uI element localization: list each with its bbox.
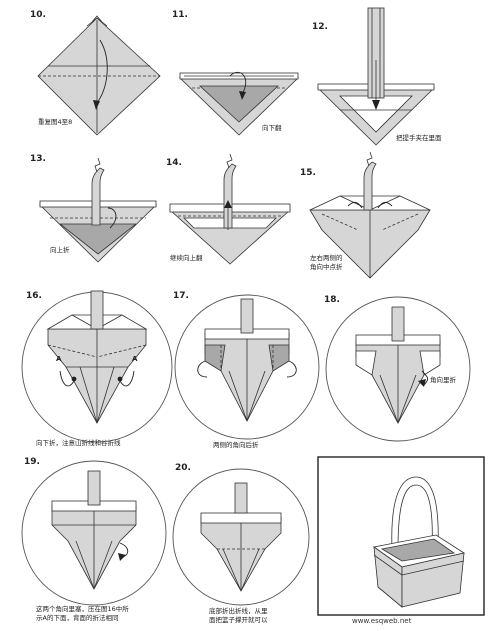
step-number: 11. [172, 10, 188, 20]
step-17-figure [174, 294, 320, 440]
step-15-panel: 15. 左右两侧的 角向中点折 [300, 150, 480, 280]
step-caption-line2: 示A的下面，背面的折法相同 [36, 614, 119, 622]
step-12-panel: 12. 把提手夹在里面 [310, 0, 480, 150]
step-20-panel: 20. 底部折出折线，从里 面把篮子撑开就可以 [165, 455, 315, 631]
step-14-figure [168, 153, 292, 265]
site-credit: www.esqweb.net [352, 617, 412, 625]
step-17-panel: 17. 两侧的角向后折 [165, 285, 320, 455]
fold-label-a-right: A [132, 355, 138, 363]
step-10-figure [37, 15, 161, 136]
step-11-figure [179, 71, 299, 136]
step-number: 14. [166, 158, 182, 168]
step-caption: 角向里折 [430, 376, 456, 384]
step-caption: 继续向上翻 [170, 254, 203, 262]
step-12-figure [317, 7, 435, 146]
step-number: 15. [300, 168, 316, 178]
step-caption: 两侧的角向后折 [213, 441, 259, 449]
step-19-panel: 19. 这两个角向里塞，压在图16中所 示A的下面，背面的折法相同 [0, 455, 170, 625]
step-number: 20. [175, 463, 191, 473]
step-10-panel: 10. 重复图4至8 [0, 0, 170, 140]
finished-basket-figure [317, 456, 485, 616]
step-number: 12. [312, 22, 328, 32]
step-16-panel: 16. A A 向下折，注意山折线和谷折线 [0, 285, 173, 455]
step-13-figure [39, 157, 157, 263]
step-18-panel: 18. 角向里折 [318, 285, 483, 455]
step-13-panel: 13. 向上折 [0, 150, 170, 275]
step-caption: 向下翻 [262, 124, 282, 132]
step-caption: 重复图4至8 [38, 118, 73, 126]
step-caption: 向下折，注意山折线和谷折线 [36, 439, 121, 447]
step-11-panel: 11. 向下翻 [170, 0, 310, 140]
step-number: 16. [26, 291, 42, 301]
step-caption: 这两个角向里塞，压在图16中所 [36, 605, 129, 613]
step-15-figure [309, 151, 431, 279]
step-caption-line2: 角向中点折 [310, 263, 343, 271]
step-16-figure: A A [21, 290, 173, 443]
fold-label-a-left: A [56, 355, 62, 363]
step-19-figure [21, 460, 167, 606]
step-18-figure [325, 296, 471, 442]
step-number: 17. [173, 291, 189, 301]
step-caption: 向上折 [50, 246, 70, 254]
step-number: 13. [30, 154, 46, 164]
step-number: 19. [24, 457, 40, 467]
step-14-panel: 14. 继续向上翻 [160, 150, 310, 275]
step-caption: 把提手夹在里面 [396, 134, 442, 142]
step-number: 18. [324, 295, 340, 305]
step-20-figure [172, 468, 310, 606]
step-number: 10. [30, 10, 46, 20]
step-caption: 左右两侧的 [310, 254, 343, 262]
finished-basket-panel: www.esqweb.net [316, 455, 488, 625]
step-caption-line2: 面把篮子撑开就可以 [209, 616, 268, 624]
step-caption: 底部折出折线，从里 [209, 607, 268, 615]
